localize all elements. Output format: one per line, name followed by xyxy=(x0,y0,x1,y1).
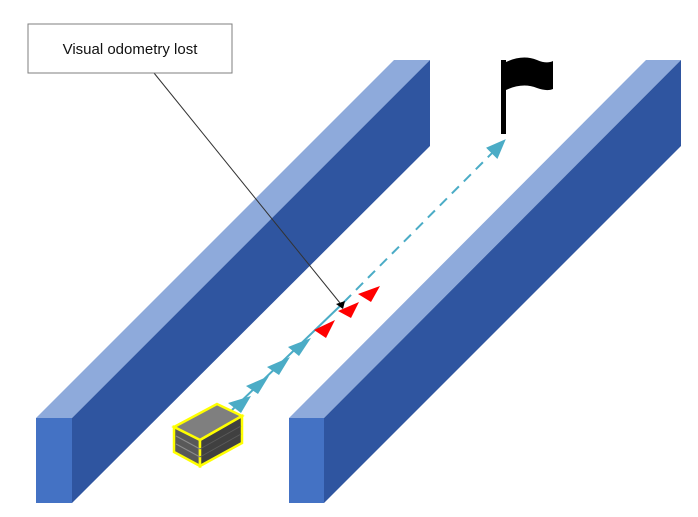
lost-marker xyxy=(358,286,380,302)
planned-path xyxy=(343,139,506,303)
callout: Visual odometry lost xyxy=(27,23,341,304)
lost-marker xyxy=(314,320,335,338)
right-wall-side xyxy=(324,60,681,503)
callout-box xyxy=(27,23,233,74)
lost-marker xyxy=(338,302,359,318)
left-wall xyxy=(36,60,430,503)
lost-odometry-markers xyxy=(314,286,380,338)
left-wall-top xyxy=(36,60,430,418)
odometry-marker xyxy=(246,376,269,394)
right-wall xyxy=(289,60,681,503)
odometry-marker xyxy=(288,338,311,356)
right-wall-front xyxy=(289,418,324,503)
robot-box-icon xyxy=(171,402,245,469)
odometry-marker xyxy=(228,396,251,413)
left-wall-front xyxy=(36,418,72,503)
odometry-marker xyxy=(267,357,290,375)
lost-point-marker xyxy=(336,301,345,309)
flag-icon xyxy=(501,57,553,134)
callout-leader-line xyxy=(153,72,341,304)
right-wall-top xyxy=(289,60,681,418)
callout-text: Visual odometry lost xyxy=(63,41,199,58)
left-wall-side xyxy=(72,60,430,503)
traveled-path xyxy=(228,305,341,413)
